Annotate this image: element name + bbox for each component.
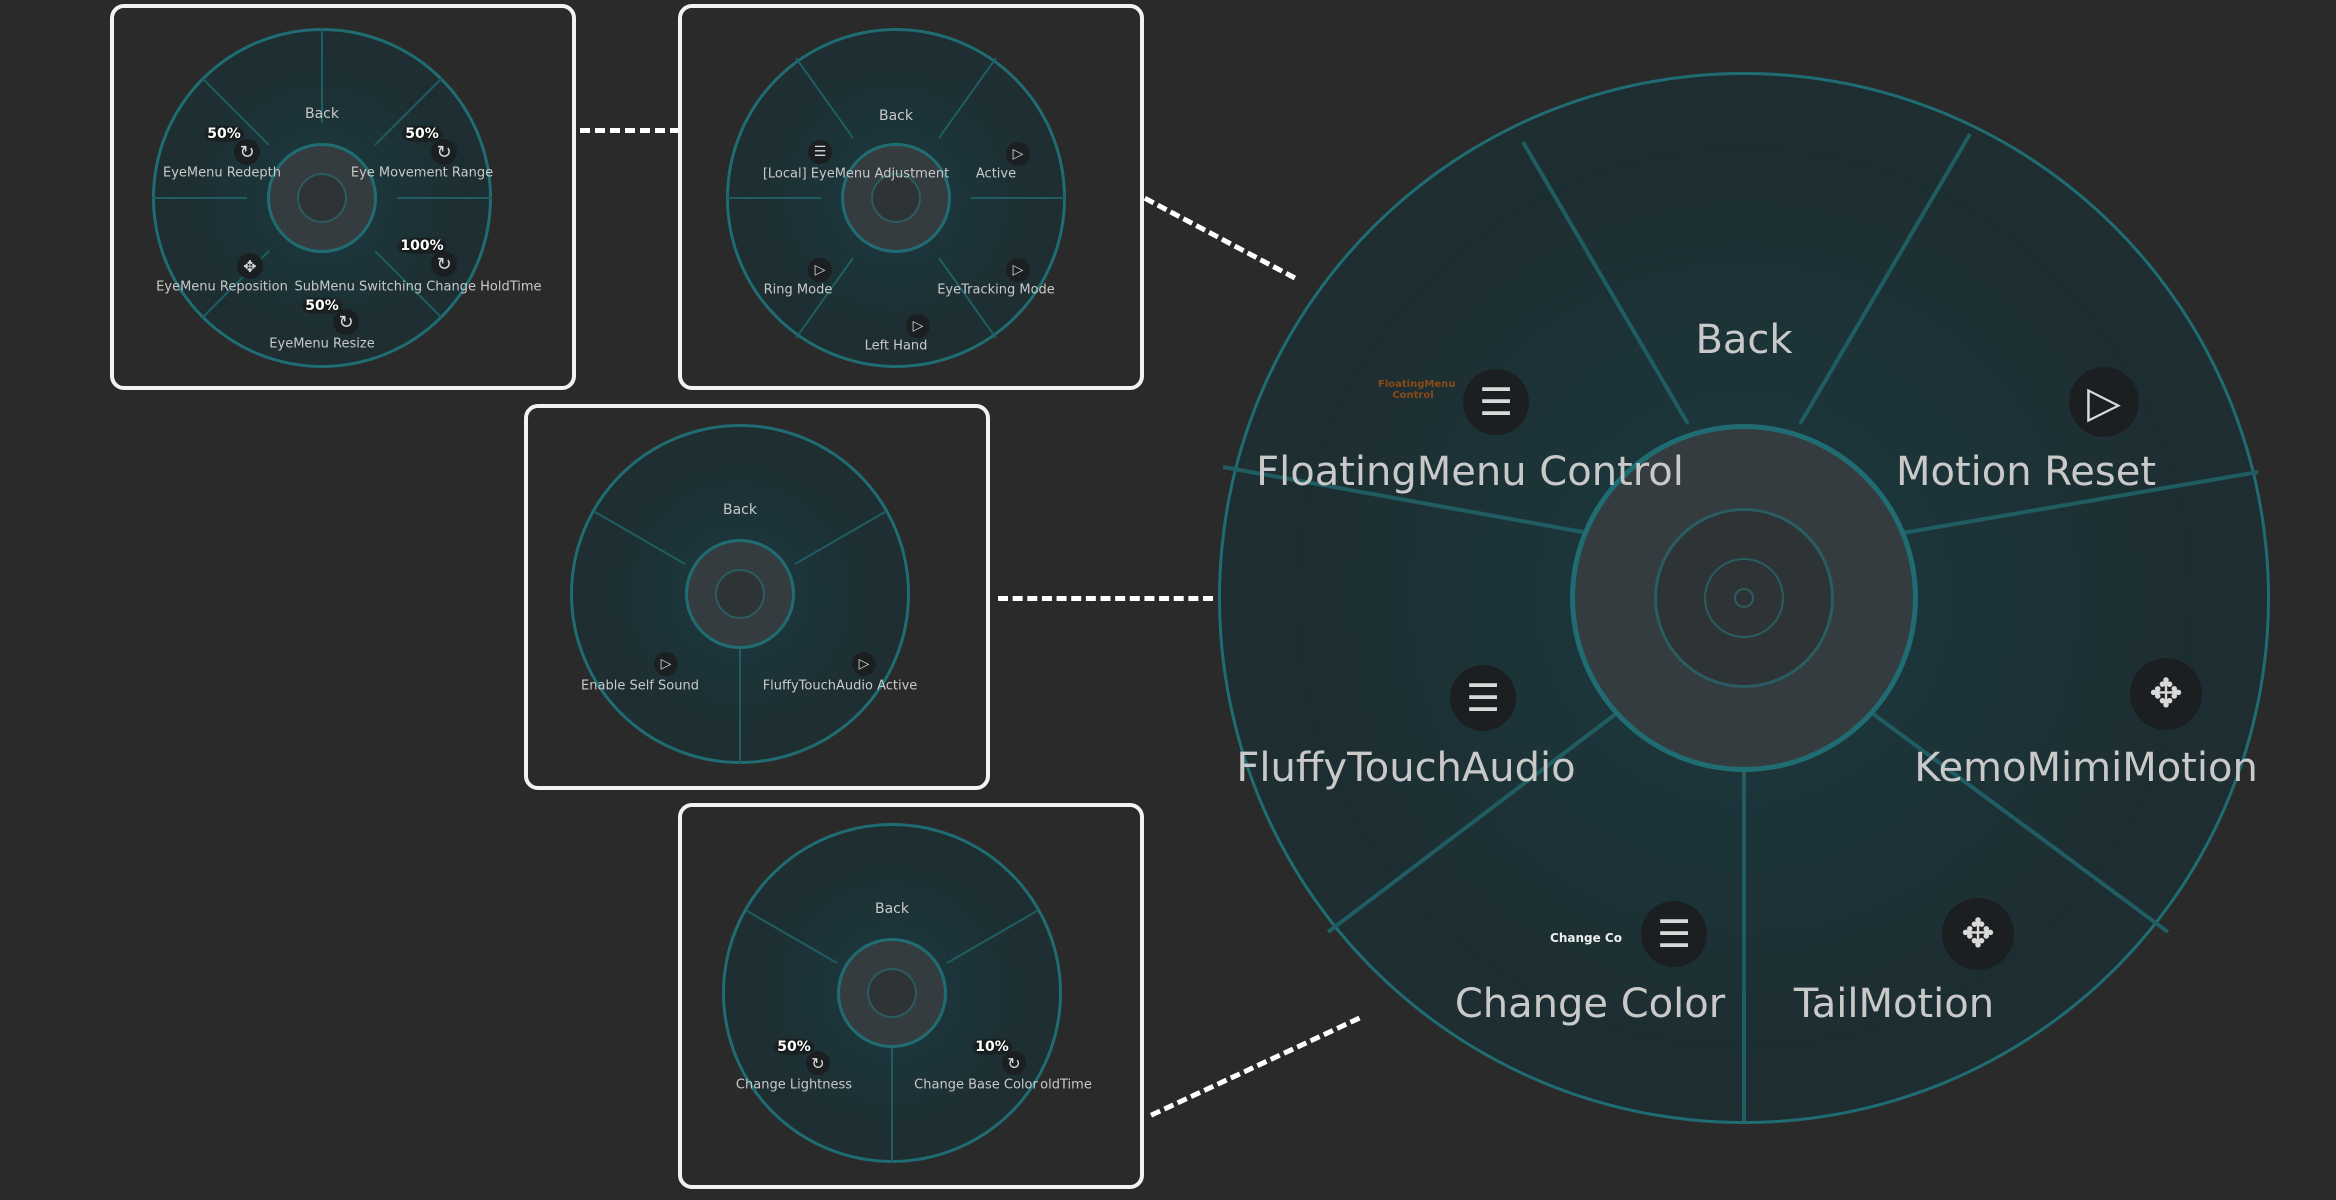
list-icon: ☰: [1463, 369, 1529, 435]
connector-dash: [580, 128, 725, 133]
play-icon: ▷: [1006, 142, 1030, 166]
value-readout: 100%: [397, 238, 447, 254]
radial-menu: Back ☰ [Local] EyeMenu Adjustment ▷ Acti…: [726, 28, 1066, 368]
menu-hub[interactable]: [1570, 424, 1918, 772]
play-icon: ▷: [1006, 258, 1030, 282]
reset-icon: ↻: [234, 139, 260, 165]
item-label: KemoMimiMotion: [1914, 745, 2258, 791]
value-readout: 10%: [972, 1039, 1012, 1055]
reset-icon: ↻: [806, 1051, 830, 1075]
item-label: EyeMenu Redepth: [162, 165, 282, 181]
submenu-panel-floating: Back ☰ [Local] EyeMenu Adjustment ▷ Acti…: [678, 4, 1144, 390]
item-label: Ring Mode: [763, 282, 833, 298]
connector-dash: [998, 596, 1213, 601]
move-icon: ✥: [1942, 898, 2014, 970]
value-readout: 50%: [302, 298, 342, 314]
list-icon: ☰: [1450, 665, 1516, 731]
play-icon: ▷: [2069, 367, 2139, 437]
menu-hub[interactable]: [267, 143, 377, 253]
list-icon: ☰: [808, 140, 832, 164]
item-label: Change Lightness: [735, 1077, 853, 1093]
radial-menu: Back 50% ↻ EyeMenu Redepth 50% ↻ Eye Mov…: [152, 28, 542, 368]
menu-hub[interactable]: [841, 143, 951, 253]
submenu-panel-color: Back 50% ↻ Change Lightness 10% ↻ Change…: [678, 803, 1144, 1189]
back-label: Back: [1695, 317, 1793, 363]
item-label: FluffyTouchAudio: [1236, 745, 1576, 791]
item-label: FloatingMenu Control: [1256, 449, 1684, 495]
reset-icon: ↻: [333, 309, 359, 335]
item-label: SubMenu Switching Change HoldTime: [294, 279, 542, 295]
play-icon: ▷: [852, 652, 876, 676]
move-icon: ✥: [2130, 658, 2202, 730]
overflow-label: oldTime: [1040, 1077, 1092, 1093]
item-label: FluffyTouchAudio Active: [762, 678, 918, 694]
radial-menu: Back ▷ Enable Self Sound ▷ FluffyTouchAu…: [570, 424, 917, 764]
back-label: Back: [305, 106, 339, 122]
reset-icon: ↻: [1002, 1051, 1026, 1075]
menu-hub[interactable]: [685, 539, 795, 649]
list-icon: ☰: [1641, 901, 1707, 967]
item-label: Change Base Color: [914, 1077, 1038, 1093]
submenu-panel-audio: Back ▷ Enable Self Sound ▷ FluffyTouchAu…: [524, 404, 990, 790]
play-icon: ▷: [654, 652, 678, 676]
move-icon: ✥: [237, 253, 263, 279]
item-label: [Local] EyeMenu Adjustment: [762, 166, 950, 182]
item-label: Change Color: [1454, 981, 1726, 1027]
reset-icon: ↻: [431, 251, 457, 277]
value-readout: 50%: [204, 126, 244, 142]
back-label: Back: [879, 108, 913, 124]
icon-caption: FloatingMenu Control: [1378, 379, 1456, 401]
item-label: Motion Reset: [1895, 449, 2157, 495]
item-label: EyeMenu Reposition: [156, 279, 288, 295]
item-label: EyeTracking Mode: [937, 282, 1055, 298]
main-radial-menu: Back FloatingMenu Control ☰ FloatingMenu…: [1218, 72, 2270, 1124]
play-icon: ▷: [906, 314, 930, 338]
menu-hub[interactable]: [837, 938, 947, 1048]
submenu-panel-eye-settings: Back 50% ↻ EyeMenu Redepth 50% ↻ Eye Mov…: [110, 4, 576, 390]
item-label: EyeMenu Resize: [269, 336, 375, 352]
play-icon: ▷: [808, 258, 832, 282]
value-readout: 50%: [774, 1039, 814, 1055]
reset-icon: ↻: [431, 139, 457, 165]
item-label: Enable Self Sound: [581, 678, 699, 694]
icon-caption: Change Co: [1550, 931, 1622, 945]
item-label: Active: [975, 166, 1017, 182]
back-label: Back: [723, 502, 757, 518]
value-readout: 50%: [402, 126, 442, 142]
item-label: Eye Movement Range: [350, 165, 494, 181]
item-label: Left Hand: [864, 338, 928, 354]
back-label: Back: [875, 901, 909, 917]
radial-menu: Back 50% ↻ Change Lightness 10% ↻ Change…: [722, 823, 1092, 1163]
item-label: TailMotion: [1793, 981, 1995, 1027]
